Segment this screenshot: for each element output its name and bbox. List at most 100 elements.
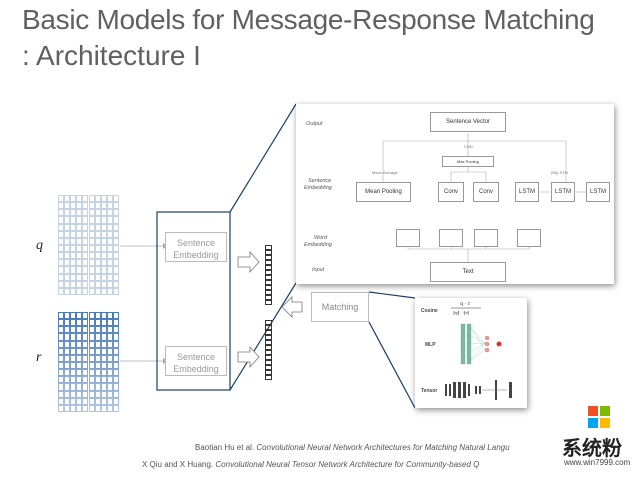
- matrix-cell: [265, 265, 272, 270]
- matrix-cell: [112, 287, 119, 295]
- matrix-cell: [112, 202, 119, 210]
- matrix-cell: [70, 237, 77, 245]
- matrix-cell: [106, 397, 113, 405]
- matrix-cell: [76, 230, 83, 238]
- matrix-cell: [112, 230, 119, 238]
- matrix-cell: [64, 312, 71, 320]
- matrix-cell: [88, 340, 95, 348]
- matrix-cell: [88, 252, 95, 260]
- encoder-bottom-line2: Embedding: [173, 364, 219, 374]
- matrix-cell: [64, 404, 71, 412]
- matrix-cell: [82, 252, 89, 260]
- matrix-cell: [64, 237, 71, 245]
- windows-logo-icon: [588, 406, 610, 428]
- matrix-cell: [58, 319, 65, 327]
- input-row-label: Input: [312, 267, 325, 273]
- encoder-top-line2: Embedding: [173, 250, 219, 260]
- matrix-cell: [64, 319, 71, 327]
- sentence-embedding-detail-panel: Output Sentence Embedding Word Embedding…: [296, 104, 614, 284]
- matrix-cell: [106, 273, 113, 281]
- matrix-cell: [265, 355, 272, 360]
- matrix-cell: [100, 354, 107, 362]
- matrix-cell: [64, 195, 71, 203]
- matrix-cell: [88, 326, 95, 334]
- matrix-cell: [76, 223, 83, 231]
- matrix-cell: [82, 280, 89, 288]
- matrix-cell: [76, 195, 83, 203]
- matrix-cell: [88, 369, 95, 377]
- matrix-cell: [112, 223, 119, 231]
- reference-1: Baotian Hu et al. Convolutional Neural N…: [195, 443, 510, 452]
- matrix-cell: [106, 326, 113, 334]
- matrix-cell: [70, 245, 77, 253]
- matrix-cell: [94, 333, 101, 341]
- matrix-cell: [88, 390, 95, 398]
- matrix-cell: [106, 195, 113, 203]
- matrix-cell: [88, 280, 95, 288]
- output-row-label: Output: [306, 121, 323, 127]
- matrix-cell: [82, 216, 89, 224]
- matrix-cell: [94, 404, 101, 412]
- matrix-cell: [112, 383, 119, 391]
- matrix-cell: [70, 397, 77, 405]
- matrix-cell: [94, 354, 101, 362]
- matrix-cell: [64, 230, 71, 238]
- matrix-cell: [112, 259, 119, 267]
- matrix-cell: [100, 245, 107, 253]
- matrix-cell: [70, 266, 77, 274]
- matrix-cell: [76, 397, 83, 405]
- sentence-embedding-row-label-2: Embedding: [304, 185, 332, 191]
- matrix-cell: [265, 320, 272, 325]
- matrix-cell: [100, 252, 107, 260]
- matrix-cell: [88, 266, 95, 274]
- matrix-cell: [100, 326, 107, 334]
- matrix-cell: [94, 383, 101, 391]
- matrix-cell: [82, 397, 89, 405]
- matrix-cell: [82, 333, 89, 341]
- matrix-cell: [94, 195, 101, 203]
- matrix-cell: [64, 287, 71, 295]
- matrix-cell: [64, 383, 71, 391]
- matrix-cell: [265, 275, 272, 280]
- matrix-cell: [82, 340, 89, 348]
- matrix-cell: [70, 354, 77, 362]
- matrix-cell: [58, 209, 65, 217]
- matrix-cell: [106, 390, 113, 398]
- matrix-cell: [94, 326, 101, 334]
- matrix-cell: [94, 340, 101, 348]
- matrix-cell: [106, 340, 113, 348]
- matrix-cell: [82, 266, 89, 274]
- matrix-cell: [94, 312, 101, 320]
- matrix-cell: [88, 245, 95, 253]
- matrix-cell: [82, 287, 89, 295]
- matrix-cell: [64, 362, 71, 370]
- matrix-cell: [94, 259, 101, 267]
- matrix-cell: [64, 252, 71, 260]
- matrix-cell: [106, 287, 113, 295]
- matrix-cell: [58, 252, 65, 260]
- matrix-cell: [100, 376, 107, 384]
- matrix-cell: [70, 383, 77, 391]
- matrix-cell: [100, 319, 107, 327]
- matrix-cell: [70, 326, 77, 334]
- matrix-cell: [82, 223, 89, 231]
- matrix-cell: [88, 319, 95, 327]
- matrix-cell: [82, 347, 89, 355]
- matching-box: Matching: [311, 292, 369, 322]
- matrix-cell: [64, 223, 71, 231]
- matrix-cell: [88, 397, 95, 405]
- matrix-cell: [76, 340, 83, 348]
- matrix-cell: [58, 230, 65, 238]
- matrix-cell: [88, 230, 95, 238]
- matrix-cell: [106, 266, 113, 274]
- matrix-cell: [70, 362, 77, 370]
- matrix-cell: [106, 259, 113, 267]
- matrix-cell: [58, 202, 65, 210]
- matrix-cell: [88, 383, 95, 391]
- r-label: r: [36, 350, 42, 365]
- matrix-cell: [265, 370, 272, 375]
- matrix-cell: [64, 390, 71, 398]
- q-word-matrix: [58, 195, 119, 295]
- matrix-cell: [100, 362, 107, 370]
- word-embedding-box-2: [439, 229, 463, 247]
